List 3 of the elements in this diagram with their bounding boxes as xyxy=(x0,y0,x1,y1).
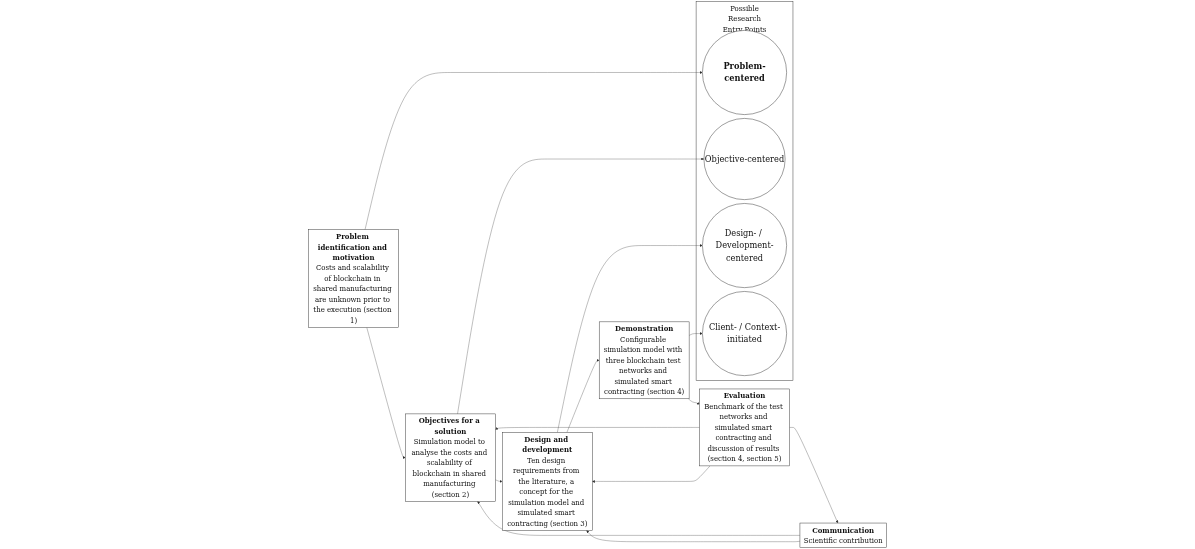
node-circle: Client- / Context-initiated xyxy=(702,291,787,376)
node-circle: Design- / Development-centered xyxy=(702,203,787,288)
node-circle: Objective-centered xyxy=(703,118,786,200)
